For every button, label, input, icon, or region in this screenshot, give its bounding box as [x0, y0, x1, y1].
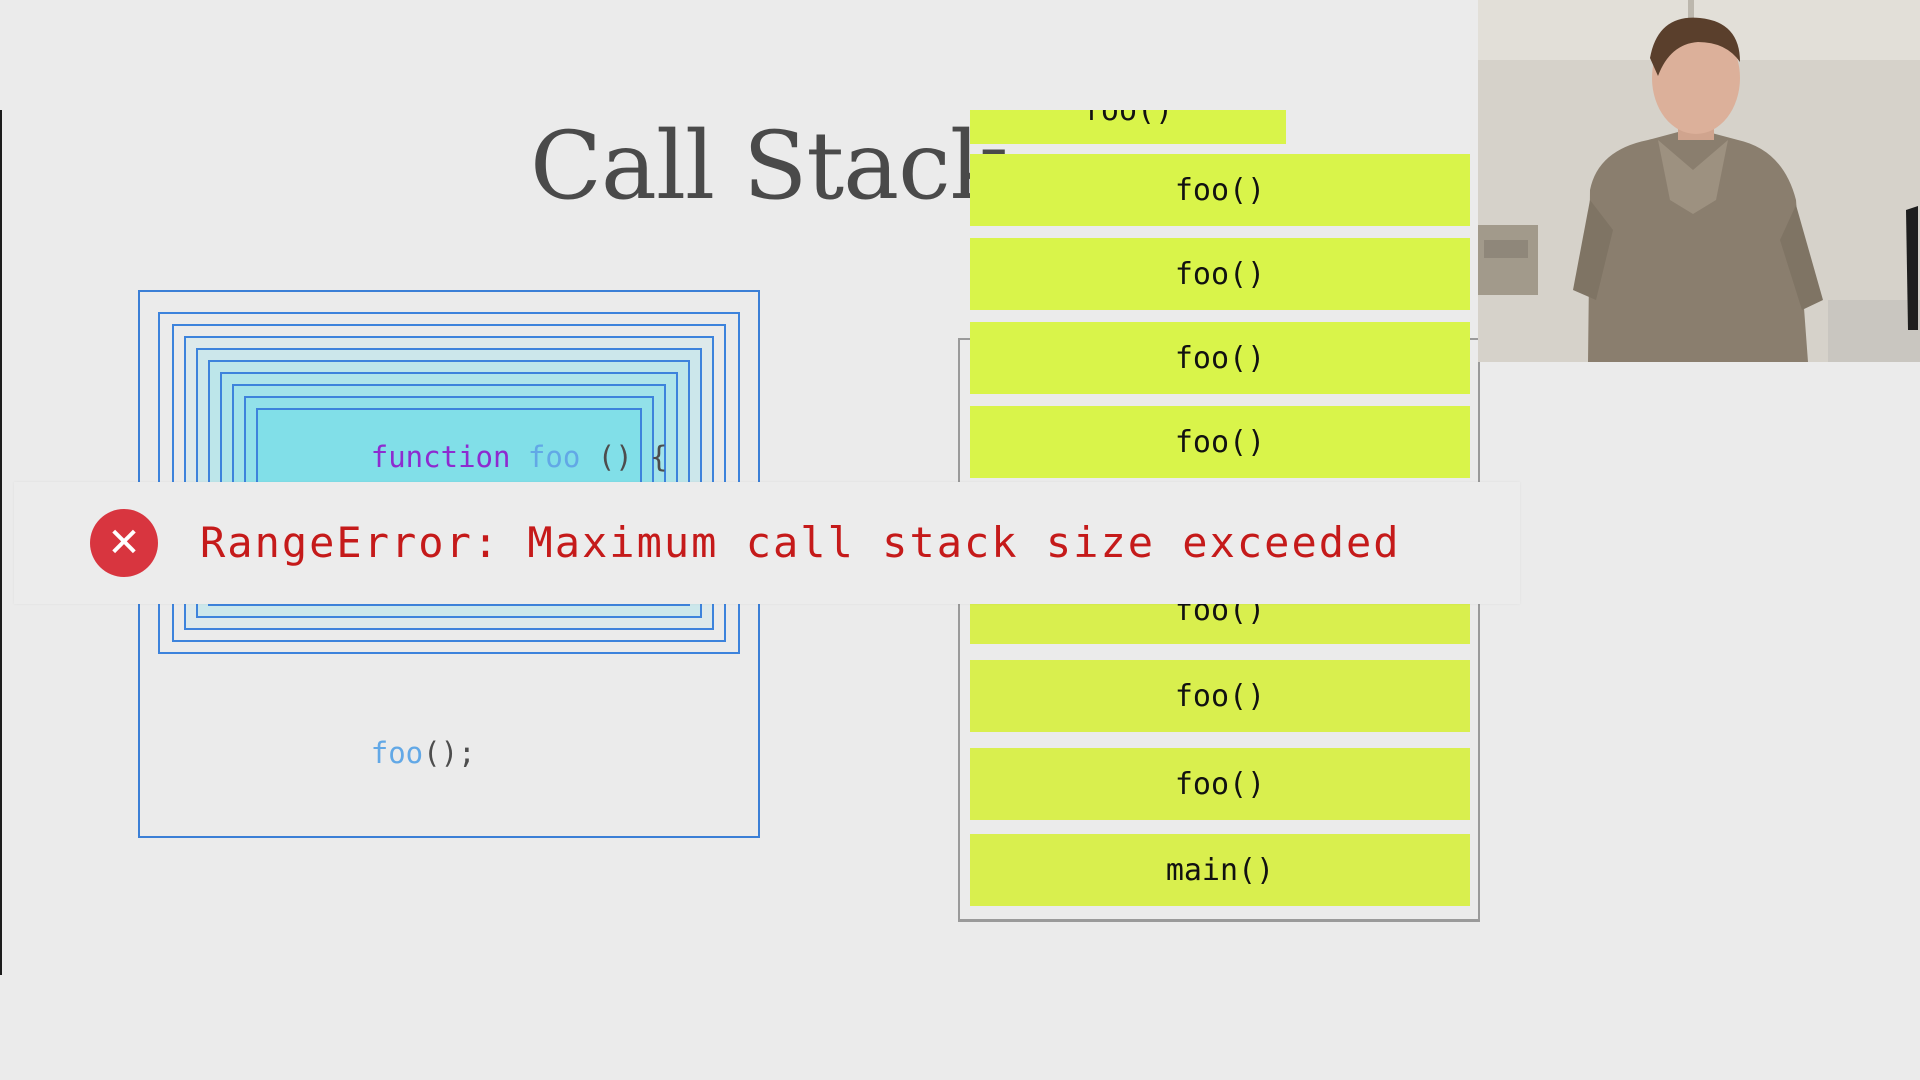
keyword-function: function — [370, 440, 511, 474]
stack-frame: foo() — [970, 238, 1470, 310]
stack-frame: foo() — [970, 406, 1470, 478]
presenter-figure — [1478, 0, 1920, 362]
code-line-call: foo(); — [266, 702, 476, 804]
function-name: foo — [527, 440, 581, 474]
x-circle-icon: ✕ — [90, 509, 158, 577]
stack-frame: foo() — [970, 322, 1470, 394]
call-name: foo — [370, 736, 424, 770]
call-parens: (); — [423, 736, 476, 770]
slide-left-edge — [0, 110, 2, 975]
function-signature: () { — [580, 440, 668, 474]
stack-frame-main: main() — [970, 834, 1470, 906]
stack-frame: foo() — [970, 660, 1470, 732]
code-line-function: function foo () { — [266, 406, 668, 508]
stack-frame: foo() — [970, 154, 1470, 226]
stack-frame: foo() — [970, 110, 1286, 144]
stack-frame: foo() — [970, 748, 1470, 820]
error-message: RangeError: Maximum call stack size exce… — [200, 518, 1401, 567]
slide-title: Call Stack — [530, 112, 1007, 221]
presenter-video — [1478, 0, 1920, 362]
error-banner — [14, 482, 1520, 604]
